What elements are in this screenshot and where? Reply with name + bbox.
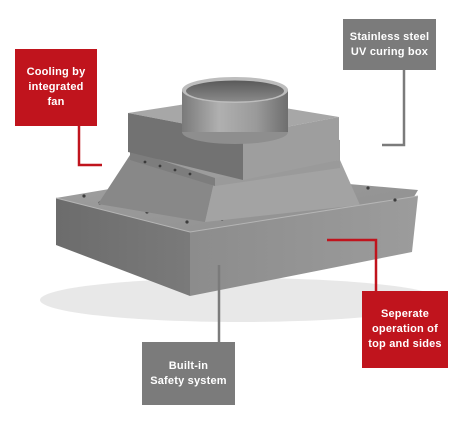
base-right-face xyxy=(190,196,418,296)
leader-stainless xyxy=(382,70,406,147)
callout-line: Stainless steel xyxy=(349,30,430,43)
callout-line: Seperate xyxy=(380,308,430,320)
duct-opening xyxy=(186,80,284,102)
base-edge-line xyxy=(55,195,419,233)
leader-cooling xyxy=(77,126,102,167)
callout-stainless-steel: Stainless steel UV curing box xyxy=(343,19,436,70)
middle-front-face xyxy=(130,150,215,186)
callout-line: Built-in xyxy=(168,359,209,372)
floor-shadow xyxy=(40,278,440,322)
callout-safety-system: Built-in Safety system xyxy=(142,342,235,405)
callout-line: UV curing box xyxy=(350,45,429,58)
callout-line: Cooling by xyxy=(26,66,86,78)
callout-line: top and sides xyxy=(368,338,442,350)
callout-line: Safety system xyxy=(150,374,227,387)
callout-line: integrated xyxy=(28,81,84,93)
callout-line: fan xyxy=(47,96,65,108)
leader-separate xyxy=(327,238,378,291)
callout-separate-operation: Seperate operation of top and sides xyxy=(362,291,448,368)
base-front-face xyxy=(56,198,190,296)
callout-cooling-fan: Cooling by integrated fan xyxy=(15,49,97,126)
middle-right-face xyxy=(215,160,340,186)
callout-line: operation of xyxy=(372,323,438,335)
